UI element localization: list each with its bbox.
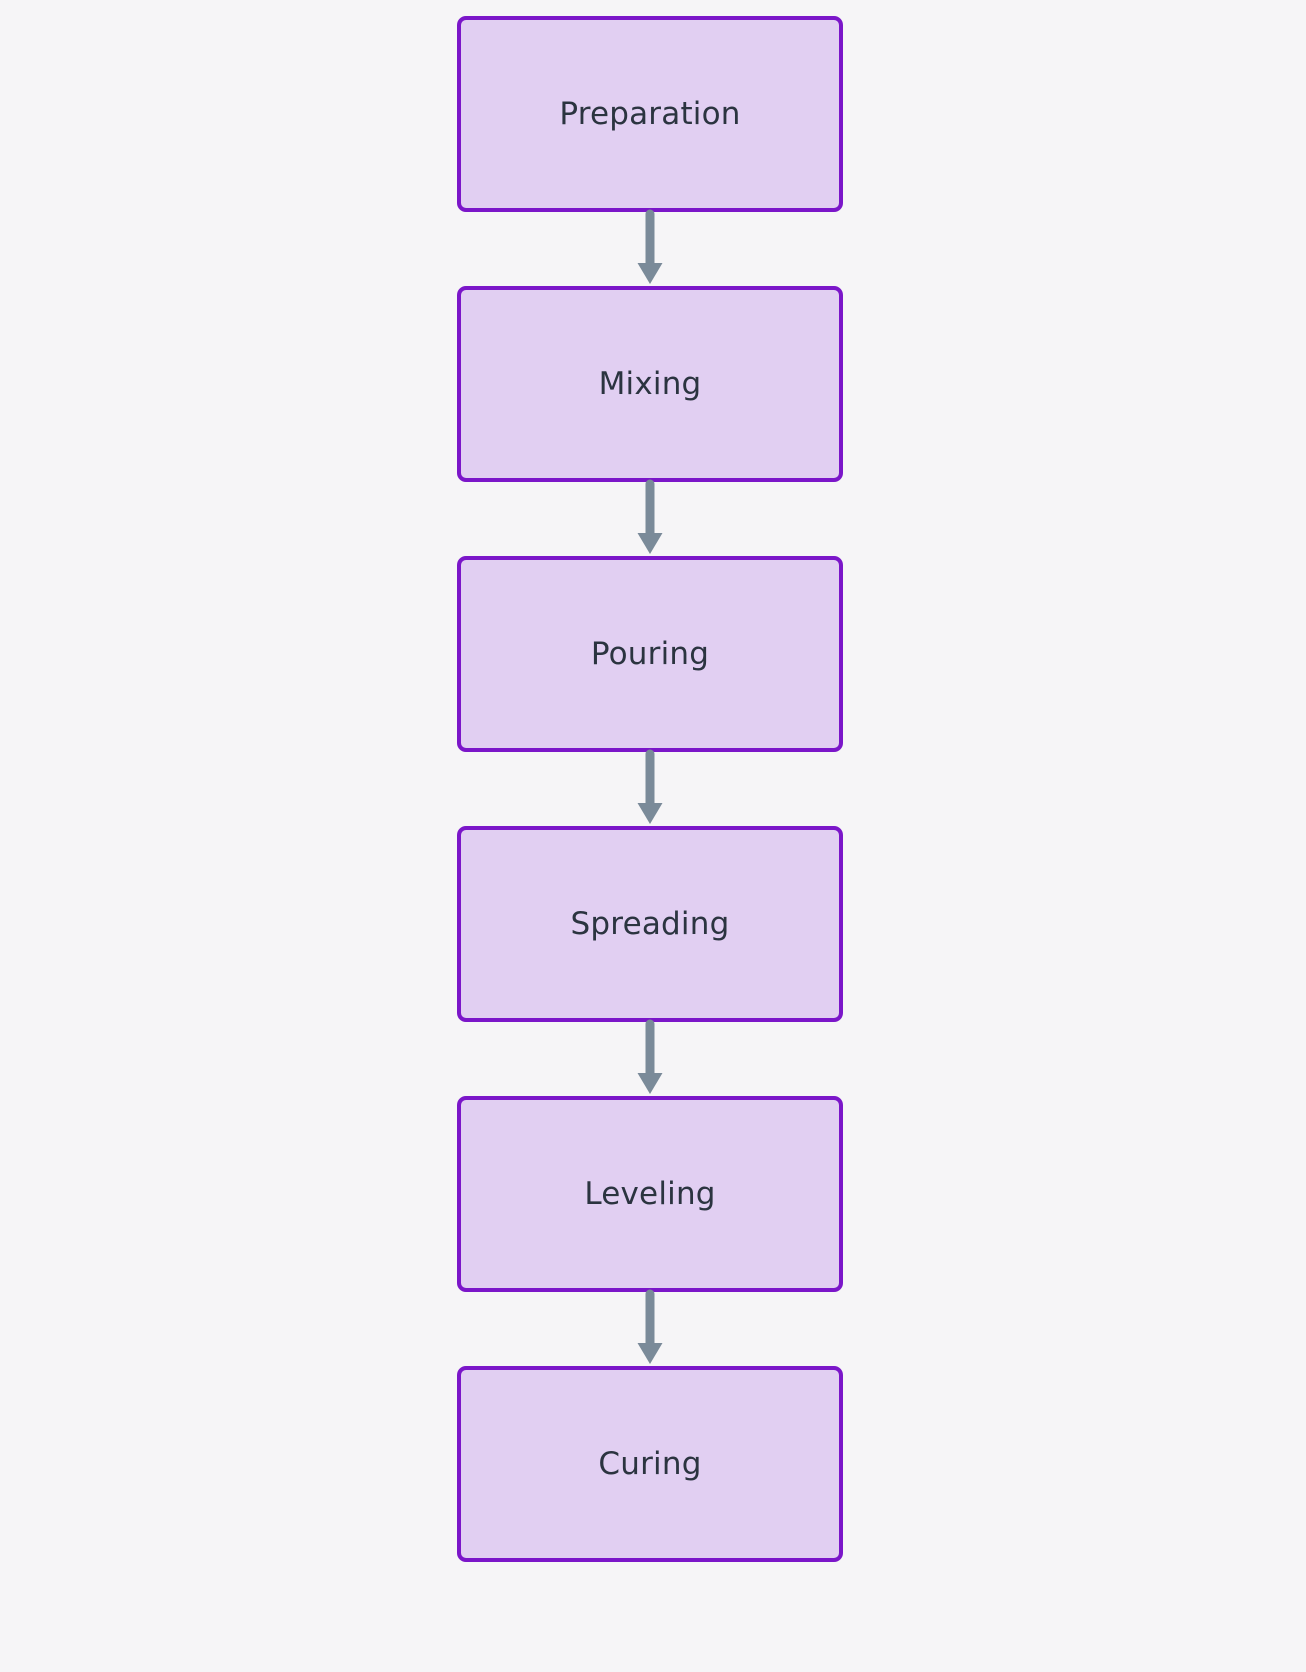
flow-node-label: Spreading <box>570 905 730 942</box>
flow-edge-preparation-to-mixing <box>457 209 843 286</box>
flow-node-curing[interactable]: Curing <box>457 1366 843 1562</box>
arrow-down-icon <box>637 1289 663 1364</box>
flow-node-label: Leveling <box>584 1175 716 1212</box>
flow-node-label: Mixing <box>598 365 702 402</box>
flow-edge-leveling-to-curing <box>457 1289 843 1366</box>
flow-node-leveling[interactable]: Leveling <box>457 1096 843 1292</box>
arrow-down-icon <box>637 1019 663 1094</box>
flow-node-pouring[interactable]: Pouring <box>457 556 843 752</box>
flow-node-label: Pouring <box>590 635 710 672</box>
flow-node-spreading[interactable]: Spreading <box>457 826 843 1022</box>
flow-edge-spreading-to-leveling <box>457 1019 843 1096</box>
flow-edge-pouring-to-spreading <box>457 749 843 826</box>
arrow-down-icon <box>637 209 663 284</box>
flow-node-label: Curing <box>598 1445 702 1482</box>
flow-node-mixing[interactable]: Mixing <box>457 286 843 482</box>
flowchart-node-column: Preparation Mixing Pouring <box>457 16 843 1562</box>
flow-edge-mixing-to-pouring <box>457 479 843 556</box>
arrow-down-icon <box>637 479 663 554</box>
flow-node-preparation[interactable]: Preparation <box>457 16 843 212</box>
arrow-down-icon <box>637 749 663 824</box>
flow-node-label: Preparation <box>559 95 741 132</box>
